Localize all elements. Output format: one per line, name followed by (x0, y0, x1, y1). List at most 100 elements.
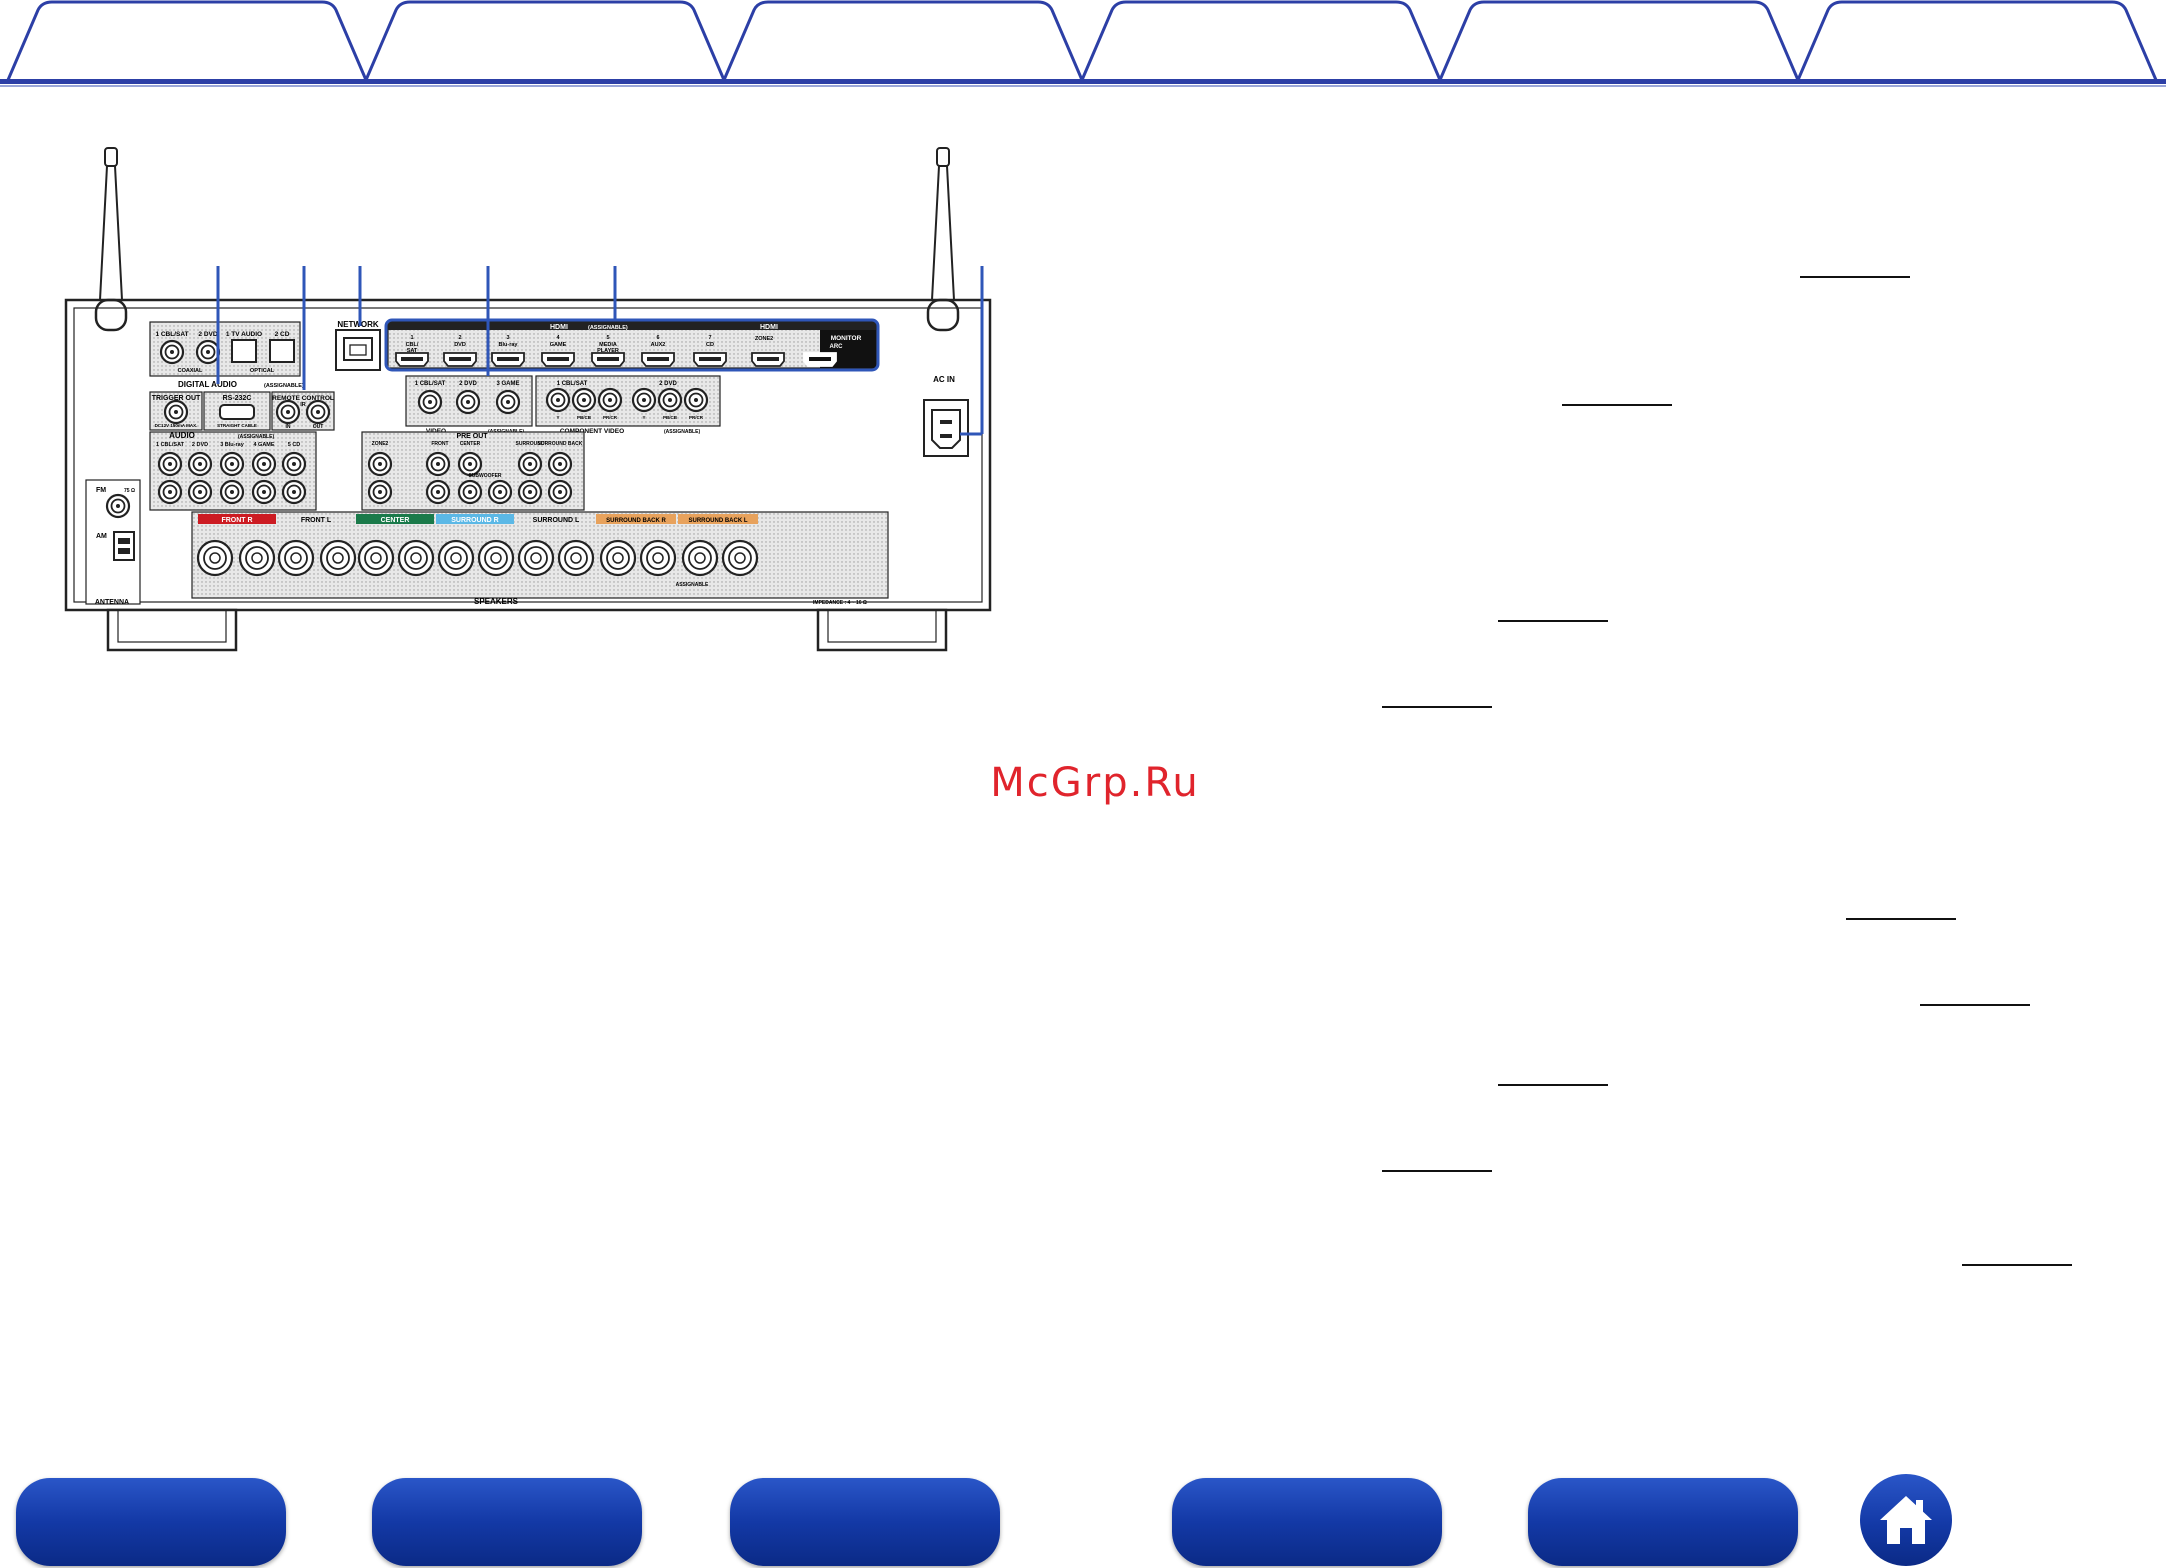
hdmi-in-6[interactable] (641, 352, 675, 367)
tab-underline (0, 79, 2166, 84)
optical-jack-2[interactable] (269, 339, 295, 363)
svg-text:SURROUND BACK R: SURROUND BACK R (606, 518, 666, 524)
am-antenna-terminal[interactable] (113, 531, 135, 561)
hdmi-out-zone2[interactable] (751, 352, 785, 367)
svg-text:OUT: OUT (313, 424, 324, 430)
hdmi-in-5[interactable] (591, 352, 625, 367)
svg-text:75 Ω: 75 Ω (124, 488, 135, 494)
page-ref-link-7[interactable] (1498, 1084, 1608, 1086)
optical-jack-1[interactable] (231, 339, 257, 363)
hdmi-in-3[interactable] (491, 352, 525, 367)
svg-text:CBL/: CBL/ (406, 342, 419, 348)
svg-text:SPEAKERS: SPEAKERS (474, 597, 519, 606)
rear-panel-diagram: 1 CBL/SAT 2 DVD 1 TV AUDIO 2 CD COAXIAL … (64, 147, 992, 652)
svg-text:SAT: SAT (407, 348, 418, 354)
svg-text:PLAYER: PLAYER (597, 348, 619, 354)
foot-right (816, 608, 948, 652)
svg-text:6: 6 (656, 335, 659, 341)
callout-lines (216, 266, 984, 436)
svg-text:CENTER: CENTER (460, 441, 481, 447)
svg-text:1 CBL/SAT: 1 CBL/SAT (155, 331, 188, 338)
svg-text:SURROUND R: SURROUND R (451, 517, 498, 524)
component-1-pb[interactable] (571, 387, 597, 413)
remote-in-jack[interactable] (275, 399, 301, 425)
svg-text:COMPONENT VIDEO: COMPONENT VIDEO (560, 428, 624, 435)
ac-inlet[interactable] (931, 409, 961, 449)
page-ref-link-6[interactable] (1920, 1004, 2030, 1006)
fm-antenna-jack[interactable] (105, 493, 131, 519)
bottom-nav-button-2[interactable] (372, 1478, 642, 1566)
coaxial-jack-1[interactable] (159, 339, 185, 365)
svg-text:1 CBL/SAT: 1 CBL/SAT (557, 381, 588, 387)
svg-text:7: 7 (708, 335, 711, 341)
video-in-1[interactable] (417, 389, 443, 415)
svg-text:MONITOR: MONITOR (831, 335, 862, 342)
trigger-out-jack[interactable] (163, 399, 189, 425)
component-2-pr[interactable] (683, 387, 709, 413)
ac-in-group: AC IN (923, 375, 969, 457)
network-port-group: NETWORK (335, 320, 381, 371)
svg-text:SURROUND L: SURROUND L (533, 517, 580, 524)
svg-text:MEDIA: MEDIA (599, 342, 617, 348)
video-in-3[interactable] (495, 389, 521, 415)
page-ref-link-3[interactable] (1498, 620, 1608, 622)
svg-text:ANTENNA: ANTENNA (95, 599, 129, 606)
tab-5[interactable] (1438, 0, 1800, 81)
svg-text:COAXIAL: COAXIAL (178, 368, 203, 374)
page-ref-link-4[interactable] (1382, 706, 1492, 708)
bottom-nav-button-5[interactable] (1528, 1478, 1798, 1566)
svg-text:2: 2 (458, 335, 461, 341)
svg-text:PB/CB: PB/CB (577, 415, 592, 420)
tab-4[interactable] (1080, 0, 1442, 81)
remote-out-jack[interactable] (305, 399, 331, 425)
svg-text:HDMI: HDMI (760, 324, 778, 331)
svg-text:GAME: GAME (550, 342, 567, 348)
svg-text:SURROUND: SURROUND (516, 441, 545, 447)
svg-text:2 DVD: 2 DVD (659, 381, 677, 387)
page-ref-link-9[interactable] (1962, 1264, 2072, 1266)
svg-text:4: 4 (556, 335, 560, 341)
bottom-nav-button-4[interactable] (1172, 1478, 1442, 1566)
svg-text:DVD: DVD (454, 342, 466, 348)
svg-text:IN: IN (286, 424, 291, 430)
component-1-y[interactable] (545, 387, 571, 413)
component-2-pb[interactable] (657, 387, 683, 413)
hdmi-in-7[interactable] (693, 352, 727, 367)
digital-audio-group: 1 CBL/SAT 2 DVD 1 TV AUDIO 2 CD COAXIAL … (149, 321, 304, 389)
page-ref-link-5[interactable] (1846, 918, 1956, 920)
svg-text:STRAIGHT CABLE: STRAIGHT CABLE (217, 423, 257, 428)
svg-text:4 GAME: 4 GAME (253, 442, 274, 448)
tab-6[interactable] (1796, 0, 2158, 81)
hdmi-in-2[interactable] (443, 352, 477, 367)
coaxial-jack-2[interactable] (195, 339, 221, 365)
svg-text:ZONE2: ZONE2 (372, 441, 389, 447)
bottom-nav-button-3[interactable] (730, 1478, 1000, 1566)
svg-text:IMPEDANCE : 4 ~ 16 Ω: IMPEDANCE : 4 ~ 16 Ω (813, 600, 867, 606)
svg-text:(ASSIGNABLE): (ASSIGNABLE) (664, 429, 700, 435)
svg-text:FRONT: FRONT (431, 441, 448, 447)
page-ref-link-2[interactable] (1562, 404, 1672, 406)
video-in-2[interactable] (455, 389, 481, 415)
component-2-y[interactable] (631, 387, 657, 413)
svg-text:2 CD: 2 CD (275, 331, 290, 338)
tab-1[interactable] (6, 0, 368, 81)
hdmi-in-1[interactable] (395, 352, 429, 367)
page-ref-link-1[interactable] (1800, 276, 1910, 278)
svg-text:(ASSIGNABLE): (ASSIGNABLE) (588, 325, 628, 331)
component-1-pr[interactable] (597, 387, 623, 413)
video-in-group: 1 CBL/SAT 2 DVD 3 GAME VIDEO (ASSIGNABLE… (405, 375, 533, 435)
svg-text:2 DVD: 2 DVD (459, 381, 477, 387)
tab-3[interactable] (722, 0, 1084, 81)
svg-text:1: 1 (410, 335, 413, 341)
home-button[interactable] (1860, 1474, 1952, 1566)
svg-text:FRONT L: FRONT L (301, 517, 332, 524)
svg-text:Y: Y (642, 415, 645, 420)
svg-text:DC12V 150mA MAX.: DC12V 150mA MAX. (155, 423, 198, 428)
svg-text:AC IN: AC IN (933, 375, 955, 384)
hdmi-in-4[interactable] (541, 352, 575, 367)
page-ref-link-8[interactable] (1382, 1170, 1492, 1172)
rs232c-port[interactable] (219, 404, 255, 420)
bottom-nav-button-1[interactable] (16, 1478, 286, 1566)
tab-2[interactable] (364, 0, 726, 81)
antenna-terminal-group: FM 75 Ω AM ANTENNA (85, 479, 141, 606)
